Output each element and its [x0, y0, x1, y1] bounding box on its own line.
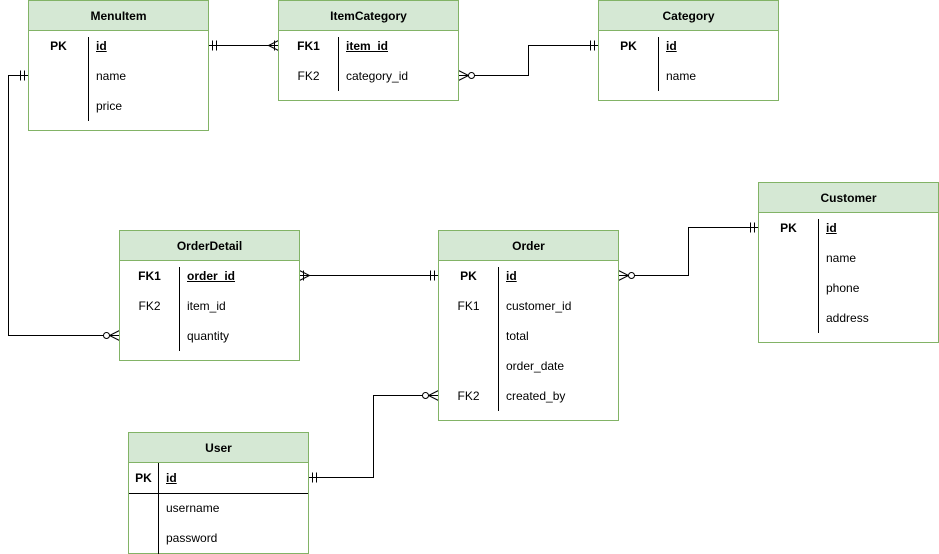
column-divider: [498, 267, 499, 411]
key-label: FK1: [297, 39, 320, 53]
entity-category[interactable]: Category PK id name: [598, 0, 779, 101]
rel-user-order[interactable]: [308, 390, 439, 483]
field-name: total: [506, 329, 529, 343]
field-name: customer_id: [506, 299, 572, 313]
entity-itemcategory[interactable]: ItemCategory FK1 item_id FK2 category_id: [278, 0, 459, 101]
field-name: password: [166, 531, 218, 545]
column-divider: [658, 37, 659, 91]
field-name: phone: [826, 281, 860, 295]
key-label: FK2: [138, 299, 161, 313]
field-row[interactable]: order_date: [439, 351, 618, 381]
field-name: id: [506, 269, 517, 283]
entity-title: OrderDetail: [120, 231, 299, 261]
field-name: id: [826, 221, 837, 235]
field-row[interactable]: FK1 customer_id: [439, 291, 618, 321]
entity-title: ItemCategory: [279, 1, 458, 31]
key-label: PK: [460, 269, 477, 283]
rel-orderdetail-order[interactable]: [299, 270, 439, 281]
field-row[interactable]: username: [129, 493, 308, 523]
field-name: id: [166, 471, 177, 485]
entity-title: Order: [439, 231, 618, 261]
field-row[interactable]: price: [29, 91, 208, 121]
field-row[interactable]: phone: [759, 273, 938, 303]
field-name: created_by: [506, 389, 566, 403]
field-name: order_id: [187, 269, 236, 283]
field-name: name: [666, 69, 697, 83]
field-name: address: [826, 311, 869, 325]
entity-title: User: [129, 433, 308, 463]
field-row[interactable]: name: [29, 61, 208, 91]
field-row[interactable]: FK2 category_id: [279, 61, 458, 91]
field-row[interactable]: PK id: [129, 463, 308, 493]
field-row[interactable]: FK2 created_by: [439, 381, 618, 411]
field-row[interactable]: PK id: [29, 31, 208, 61]
field-row[interactable]: name: [759, 243, 938, 273]
field-row[interactable]: PK id: [439, 261, 618, 291]
field-name: name: [96, 69, 127, 83]
key-label: FK1: [457, 299, 480, 313]
key-label: PK: [50, 39, 67, 53]
field-row[interactable]: address: [759, 303, 938, 333]
rel-menuitem-itemcategory[interactable]: [208, 40, 279, 51]
field-name: item_id: [346, 39, 389, 53]
key-label: FK2: [457, 389, 480, 403]
field-row[interactable]: quantity: [120, 321, 299, 351]
entity-user[interactable]: User PK id username password: [128, 432, 309, 554]
key-label: PK: [135, 471, 152, 485]
field-name: username: [166, 501, 220, 515]
pk-separator: [129, 493, 308, 494]
field-name: price: [96, 99, 123, 113]
entity-title: Category: [599, 1, 778, 31]
entity-title: Customer: [759, 183, 938, 213]
field-row[interactable]: PK id: [599, 31, 778, 61]
entity-menuitem[interactable]: MenuItem PK id name price: [28, 0, 209, 131]
rel-itemcategory-category[interactable]: [458, 40, 599, 81]
field-row[interactable]: FK1 item_id: [279, 31, 458, 61]
rel-menuitem-orderdetail[interactable]: [8, 70, 120, 341]
column-divider: [338, 37, 339, 91]
field-row[interactable]: FK1 order_id: [120, 261, 299, 291]
rel-order-customer[interactable]: [618, 222, 759, 281]
entity-orderdetail[interactable]: OrderDetail FK1 order_id FK2 item_id qua…: [119, 230, 300, 361]
field-name: category_id: [346, 69, 409, 83]
field-row[interactable]: password: [129, 523, 308, 553]
entity-order[interactable]: Order PK id FK1 customer_id total order_…: [438, 230, 619, 421]
field-name: id: [666, 39, 677, 53]
key-label: PK: [780, 221, 797, 235]
field-name: name: [826, 251, 857, 265]
entity-customer[interactable]: Customer PK id name phone address: [758, 182, 939, 343]
field-row[interactable]: total: [439, 321, 618, 351]
field-name: item_id: [187, 299, 226, 313]
field-row[interactable]: name: [599, 61, 778, 91]
field-name: quantity: [187, 329, 230, 343]
field-row[interactable]: FK2 item_id: [120, 291, 299, 321]
column-divider: [158, 463, 159, 554]
column-divider: [818, 219, 819, 333]
field-name: id: [96, 39, 107, 53]
key-label: FK2: [297, 69, 320, 83]
key-label: PK: [620, 39, 637, 53]
field-row[interactable]: PK id: [759, 213, 938, 243]
key-label: FK1: [138, 269, 161, 283]
field-name: order_date: [506, 359, 565, 373]
column-divider: [179, 267, 180, 351]
entity-title: MenuItem: [29, 1, 208, 31]
column-divider: [88, 37, 89, 121]
